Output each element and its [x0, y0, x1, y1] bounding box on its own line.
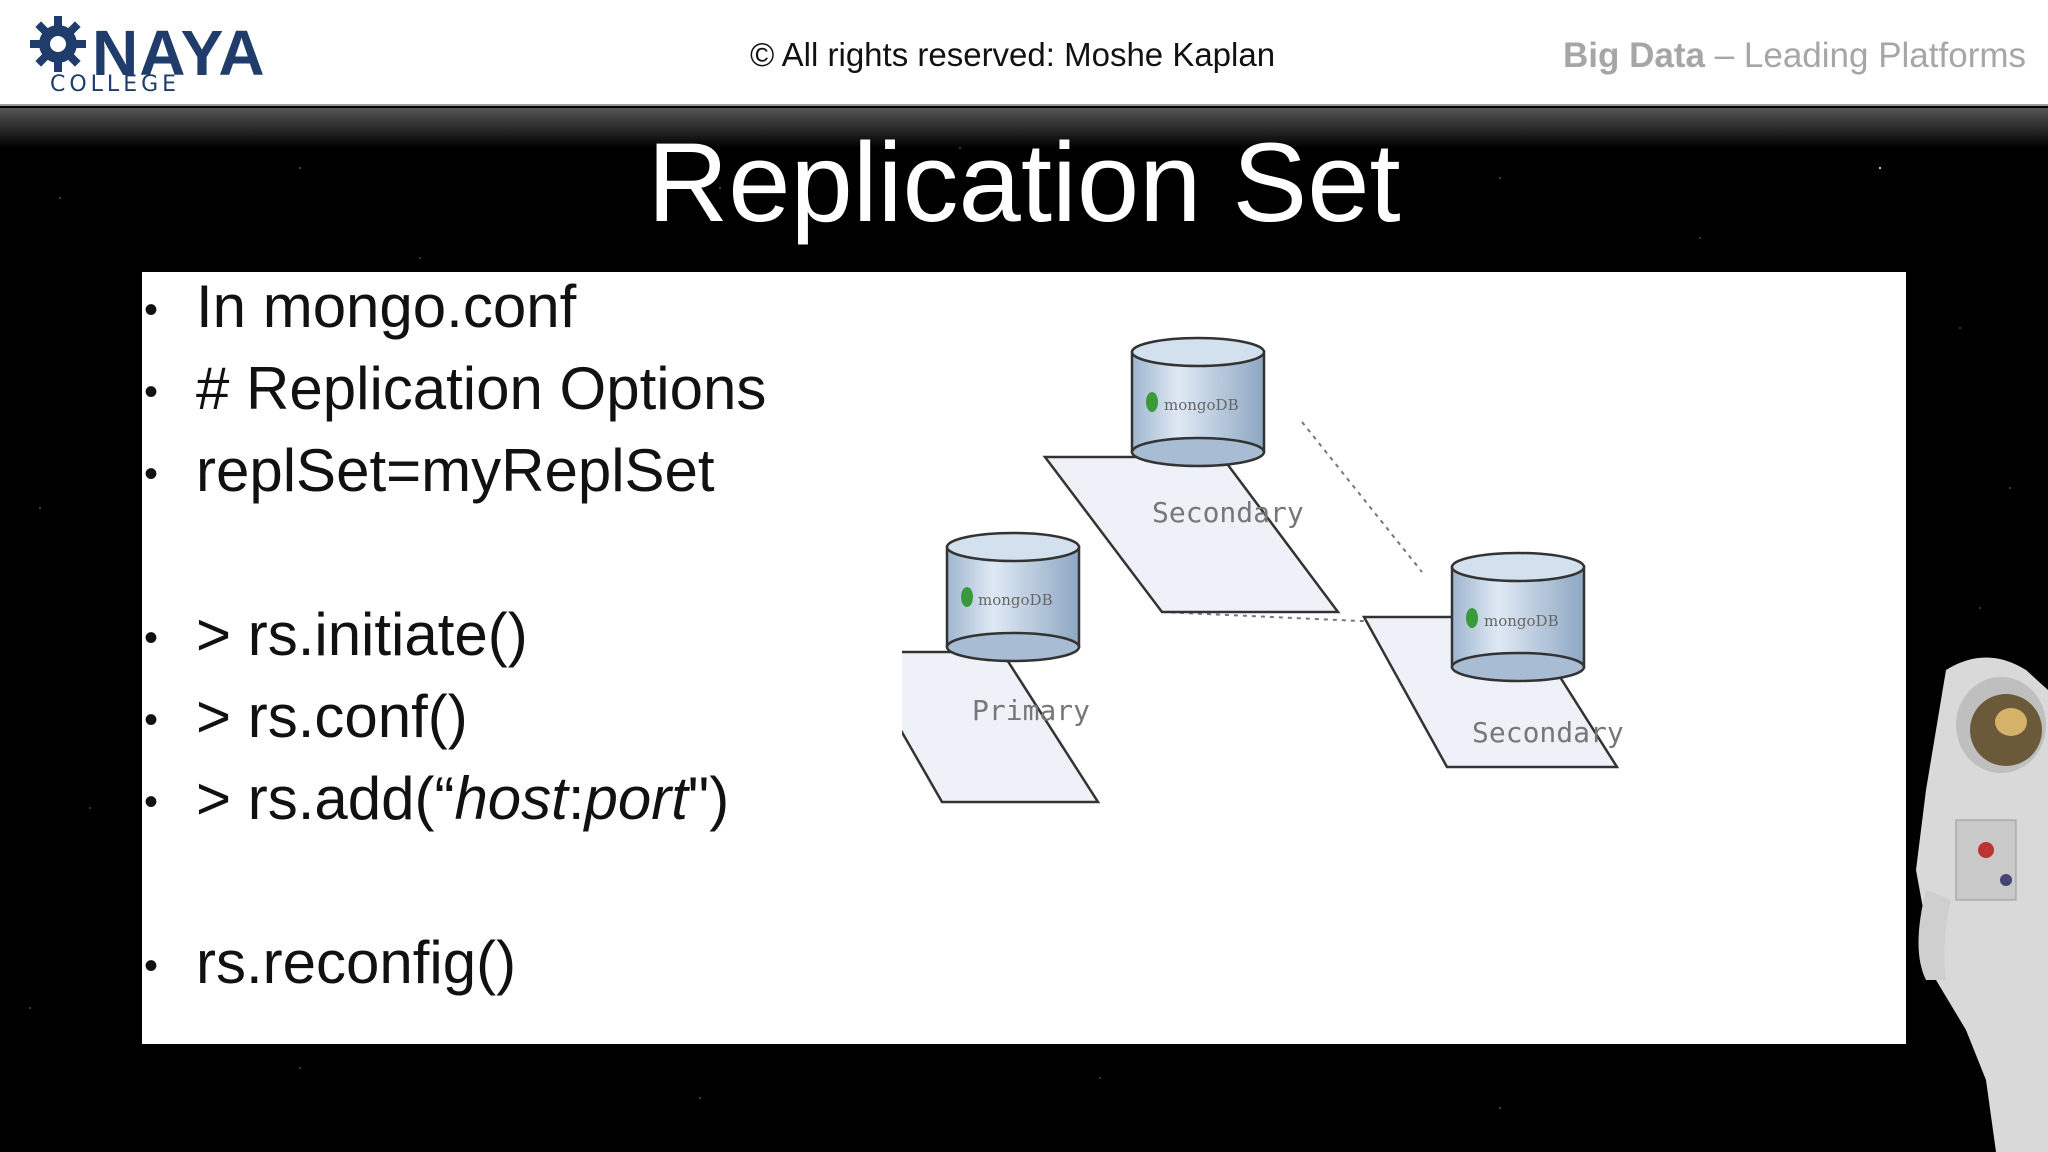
node-role-label: Primary: [972, 694, 1090, 727]
mongodb-leaf-icon: [1146, 392, 1158, 412]
bullet-text: # Replication Options: [196, 355, 767, 422]
bullet-item: • > rs.add(“host:port"): [142, 764, 962, 834]
naya-college-logo: NAYA COLLEGE: [28, 10, 268, 100]
logo-subtitle: COLLEGE: [50, 72, 181, 97]
mongodb-logo-text: mongoDB: [1164, 396, 1239, 414]
bullet-glyph: •: [144, 944, 159, 988]
astronaut-image: [1916, 657, 2048, 1152]
bullet-item: • In mongo.conf: [142, 272, 962, 342]
secondary-node-right: mongoDB Secondary: [1361, 551, 1624, 769]
mongodb-logo-text: mongoDB: [1484, 612, 1559, 630]
bullet-glyph: •: [144, 616, 159, 660]
bullet-glyph: •: [144, 452, 159, 496]
header-shadow: [0, 108, 2048, 148]
node-role-label: Secondary: [1472, 716, 1624, 749]
bullet-item: • # Replication Options: [142, 354, 962, 424]
bullet-text-pre: > rs.add(“: [196, 765, 455, 832]
course-title-rest: – Leading Platforms: [1704, 36, 2026, 75]
replication-link: [1301, 421, 1423, 573]
primary-node: mongoDB Primary: [902, 531, 1101, 804]
bullet-glyph: •: [144, 370, 159, 414]
bullet-text-colon: :: [567, 765, 585, 832]
node-platform: [902, 650, 1101, 804]
bullet-item: • rs.reconfig(): [142, 928, 962, 998]
slide-header: NAYA COLLEGE © All rights reserved: Mosh…: [0, 0, 2048, 106]
bullet-text: > rs.add(“host:port"): [196, 764, 729, 834]
bullet-text-host: host: [454, 765, 568, 832]
bullet-text: > rs.conf(): [196, 683, 468, 750]
bullet-item: • > rs.initiate(): [142, 600, 962, 670]
slide-title: Replication Set: [647, 120, 1401, 245]
gear-icon: [30, 16, 86, 72]
bullet-text: > rs.initiate(): [196, 601, 528, 668]
node-platform: [1042, 455, 1341, 614]
mongodb-logo-text: mongoDB: [978, 591, 1053, 609]
node-role-label: Secondary: [1152, 496, 1304, 529]
bullet-text: rs.reconfig(): [196, 929, 517, 996]
course-title-bold: Big Data: [1563, 36, 1705, 75]
bullet-text: In mongo.conf: [196, 273, 577, 340]
logo-word: NAYA: [92, 17, 266, 89]
bullet-glyph: •: [144, 288, 159, 332]
bullet-glyph: •: [144, 698, 159, 742]
replica-set-diagram: mongoDB Secondary mongoDB Primary mongoD…: [902, 336, 1624, 804]
secondary-node-top: mongoDB Secondary: [1042, 336, 1341, 614]
mongodb-leaf-icon: [961, 587, 973, 607]
course-title: Big Data – Leading Platforms: [1563, 36, 2026, 76]
bullet-text-port: port: [584, 765, 688, 832]
bullet-text-post: "): [687, 765, 730, 832]
bullet-item: • > rs.conf(): [142, 682, 962, 752]
bullet-item: • replSet=myReplSet: [142, 436, 962, 506]
replication-link: [1161, 611, 1383, 623]
copyright-notice: © All rights reserved: Moshe Kaplan: [750, 36, 1276, 73]
bullet-text: replSet=myReplSet: [196, 437, 715, 504]
slide-content-panel: • In mongo.conf • # Replication Options …: [142, 272, 1906, 1044]
mongodb-leaf-icon: [1466, 608, 1478, 628]
bullet-glyph: •: [144, 780, 159, 824]
